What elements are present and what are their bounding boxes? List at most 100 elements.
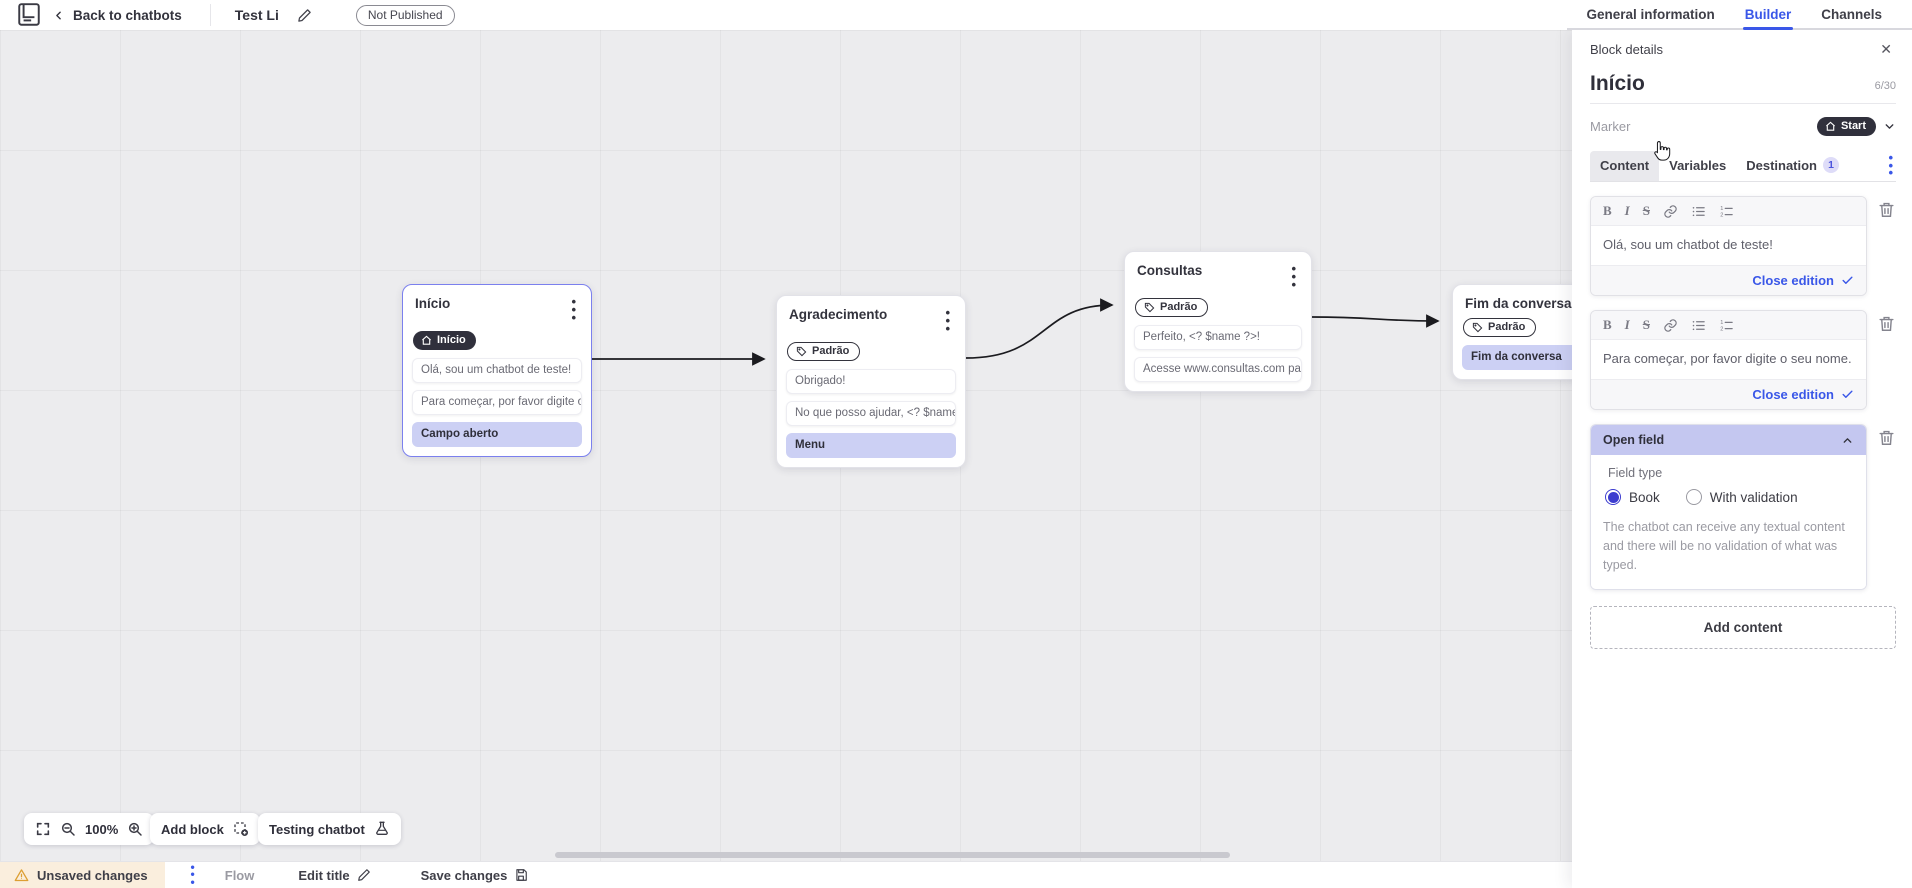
radio-option-with-validation[interactable]: With validation: [1685, 489, 1798, 506]
edit-title-pencil-icon[interactable]: [297, 8, 312, 23]
bottom-bar-menu-icon[interactable]: •••: [190, 860, 195, 888]
svg-text:1: 1: [1720, 320, 1723, 326]
fullscreen-icon[interactable]: [35, 821, 51, 837]
zoom-controls: 100%: [24, 813, 155, 845]
status-badge: Not Published: [355, 4, 455, 26]
tab-builder[interactable]: Builder: [1742, 0, 1793, 30]
block-details-panel: Block details ✕ Início 6/30 Marker Start: [1572, 30, 1912, 888]
block-name-input[interactable]: Início: [1590, 72, 1645, 95]
close-edition-button[interactable]: Close edition: [1591, 379, 1866, 410]
editor-text[interactable]: Olá, sou um chatbot de teste!: [1603, 237, 1773, 252]
save-changes-button[interactable]: Save changes: [421, 862, 529, 888]
tab-content[interactable]: Content: [1590, 150, 1660, 181]
tab-destination[interactable]: Destination 1: [1736, 150, 1849, 181]
main-area: Início ••• Início Olá, sou um chatbot de…: [0, 30, 1912, 888]
back-to-chatbots-button[interactable]: Back to chatbots: [52, 8, 182, 23]
block-content-row[interactable]: Obrigado!: [786, 368, 956, 394]
block-content-row[interactable]: Para começar, por favor digite o ...: [412, 389, 582, 415]
strikethrough-icon[interactable]: S: [1642, 317, 1650, 333]
zoom-in-icon[interactable]: [127, 821, 143, 837]
block-content-row-selected[interactable]: Menu: [786, 432, 956, 458]
builder-nav-tabs: General information Builder Channels: [1567, 0, 1912, 30]
marker-select[interactable]: Start: [1816, 117, 1896, 136]
field-type-description: The chatbot can receive any textual cont…: [1603, 520, 1845, 572]
zoom-level: 100%: [85, 821, 119, 837]
italic-icon[interactable]: I: [1624, 203, 1630, 218]
flow-block-consultas[interactable]: Consultas ••• Padrão Perfeito, <? $name …: [1124, 251, 1312, 392]
svg-text:2: 2: [1720, 212, 1723, 218]
delete-content-icon[interactable]: [1877, 200, 1896, 219]
panel-title: Block details: [1590, 42, 1663, 57]
flow-block-inicio[interactable]: Início ••• Início Olá, sou um chatbot de…: [402, 284, 592, 457]
radio-option-book[interactable]: Book: [1605, 489, 1660, 506]
add-block-label: Add block: [161, 821, 224, 837]
open-field-body: Field type Book With validation: [1591, 455, 1866, 589]
bullet-list-icon[interactable]: [1691, 318, 1706, 333]
bullet-list-icon[interactable]: [1691, 204, 1706, 219]
flow-block-agradecimento[interactable]: Agradecimento ••• Padrão Obrigado! No qu…: [776, 295, 966, 468]
add-content-button[interactable]: Add content: [1590, 605, 1896, 649]
default-marker-pill: Padrão: [1135, 298, 1209, 318]
field-type-label: Field type: [1608, 466, 1663, 481]
marker-label: Marker: [1590, 119, 1631, 134]
close-edition-button[interactable]: Close edition: [1591, 265, 1866, 296]
tab-variables[interactable]: Variables: [1669, 157, 1727, 173]
edit-title-button[interactable]: Edit title: [298, 862, 370, 888]
radio-selected-icon: [1605, 489, 1621, 506]
save-icon: [516, 869, 528, 881]
editor-text[interactable]: Para começar, por favor digite o seu nom…: [1603, 351, 1852, 367]
add-block-button[interactable]: Add block: [150, 813, 260, 845]
block-content-row[interactable]: Perfeito, <? $name ?>!: [1134, 324, 1302, 350]
name-char-counter: 6/30: [1874, 80, 1896, 92]
check-icon: [1842, 390, 1853, 399]
block-content-row[interactable]: Acesse www.consultas.com par...: [1134, 356, 1302, 382]
link-icon[interactable]: [1663, 204, 1678, 219]
block-title: Fim da conversa: [1465, 296, 1572, 311]
link-icon[interactable]: [1663, 318, 1678, 333]
topbar-divider: [209, 4, 211, 26]
chatbot-title[interactable]: Test Li: [234, 7, 279, 23]
back-chevron-icon: [56, 11, 61, 19]
tag-icon: [796, 346, 807, 356]
bold-icon[interactable]: B: [1603, 203, 1612, 218]
flow-nav-item[interactable]: Flow: [224, 867, 255, 883]
open-field-header[interactable]: Open field: [1591, 425, 1866, 456]
block-menu-icon[interactable]: •••: [571, 294, 576, 326]
close-panel-icon[interactable]: ✕: [1880, 41, 1892, 57]
strikethrough-icon[interactable]: S: [1642, 203, 1650, 218]
italic-icon[interactable]: I: [1624, 317, 1630, 333]
numbered-list-icon[interactable]: 12: [1719, 318, 1734, 333]
block-menu-icon[interactable]: •••: [1291, 261, 1296, 293]
panel-menu-icon[interactable]: •••: [1888, 149, 1893, 181]
block-menu-icon[interactable]: •••: [945, 305, 950, 337]
warning-icon: [14, 868, 29, 881]
home-icon: [1825, 121, 1835, 131]
tab-general-information[interactable]: General information: [1586, 6, 1715, 22]
pencil-icon: [357, 869, 370, 881]
block-content-row-selected[interactable]: Campo aberto: [412, 421, 582, 447]
tag-icon: [1144, 302, 1155, 312]
block-content-row[interactable]: No que posso ajudar, <? $name ...: [786, 400, 956, 426]
numbered-list-icon[interactable]: 12: [1719, 204, 1734, 219]
default-marker-pill: Padrão: [787, 342, 861, 362]
chevron-down-icon: [1885, 124, 1894, 129]
testing-chatbot-button[interactable]: Testing chatbot: [258, 813, 401, 845]
home-icon: [422, 335, 431, 345]
bold-icon[interactable]: B: [1603, 317, 1612, 333]
add-block-icon: [234, 822, 248, 836]
zoom-out-icon[interactable]: [60, 821, 76, 837]
block-content-row[interactable]: Olá, sou um chatbot de teste!: [412, 357, 582, 383]
tab-channels[interactable]: Channels: [1821, 6, 1882, 22]
block-title: Agradecimento: [789, 307, 888, 322]
delete-content-icon[interactable]: [1877, 314, 1896, 333]
block-title: Início: [415, 296, 451, 311]
horizontal-scrollbar[interactable]: [555, 852, 1230, 858]
delete-content-icon[interactable]: [1877, 428, 1896, 447]
start-marker-pill: Start: [1816, 117, 1876, 136]
flow-connections: [592, 298, 1440, 366]
default-marker-pill: Padrão: [1463, 318, 1537, 337]
open-field-card: Open field Field type Book: [1590, 424, 1867, 590]
